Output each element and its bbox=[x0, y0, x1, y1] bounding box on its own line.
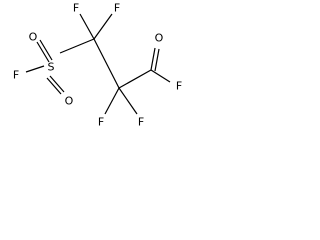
bonds bbox=[25, 13, 171, 115]
atom-f-sulfonyl: F bbox=[13, 69, 19, 82]
atom-o-lower: O bbox=[65, 95, 74, 108]
atom-f-bottom-right: F bbox=[138, 116, 144, 129]
atom-f-bottom-left: F bbox=[98, 116, 104, 129]
molecule-structure: F F F S O O O F F F bbox=[13, 2, 182, 129]
bond-c3-o-carbonyl-a bbox=[150, 47, 156, 71]
bond-s-o-lower-b bbox=[49, 75, 65, 93]
atom-labels: F F F S O O O F F F bbox=[13, 2, 182, 129]
bond-c3-o-carbonyl-b bbox=[154, 48, 160, 72]
atom-f-acyl: F bbox=[176, 80, 182, 93]
bond-c1-f-top-right bbox=[93, 13, 113, 40]
bond-s-c1 bbox=[59, 38, 95, 54]
bond-s-o-upper-a bbox=[36, 41, 50, 63]
atom-o-upper: O bbox=[29, 31, 38, 44]
bond-s-o-lower-a bbox=[46, 77, 62, 95]
bond-c2-f-bottom-right bbox=[118, 87, 138, 115]
atom-o-carbonyl: O bbox=[155, 32, 164, 45]
bond-c1-c2 bbox=[93, 38, 120, 89]
atom-f-top-left: F bbox=[73, 2, 79, 15]
bond-c3-f-acyl bbox=[150, 69, 171, 83]
bond-c1-f-top-left bbox=[79, 13, 95, 40]
bond-s-f bbox=[25, 65, 45, 73]
bond-s-o-upper-b bbox=[39, 39, 53, 61]
atom-s: S bbox=[48, 61, 55, 74]
atom-f-top-right: F bbox=[114, 2, 120, 15]
bond-c2-f-bottom-left bbox=[104, 87, 120, 115]
bond-c2-c3 bbox=[118, 69, 152, 89]
